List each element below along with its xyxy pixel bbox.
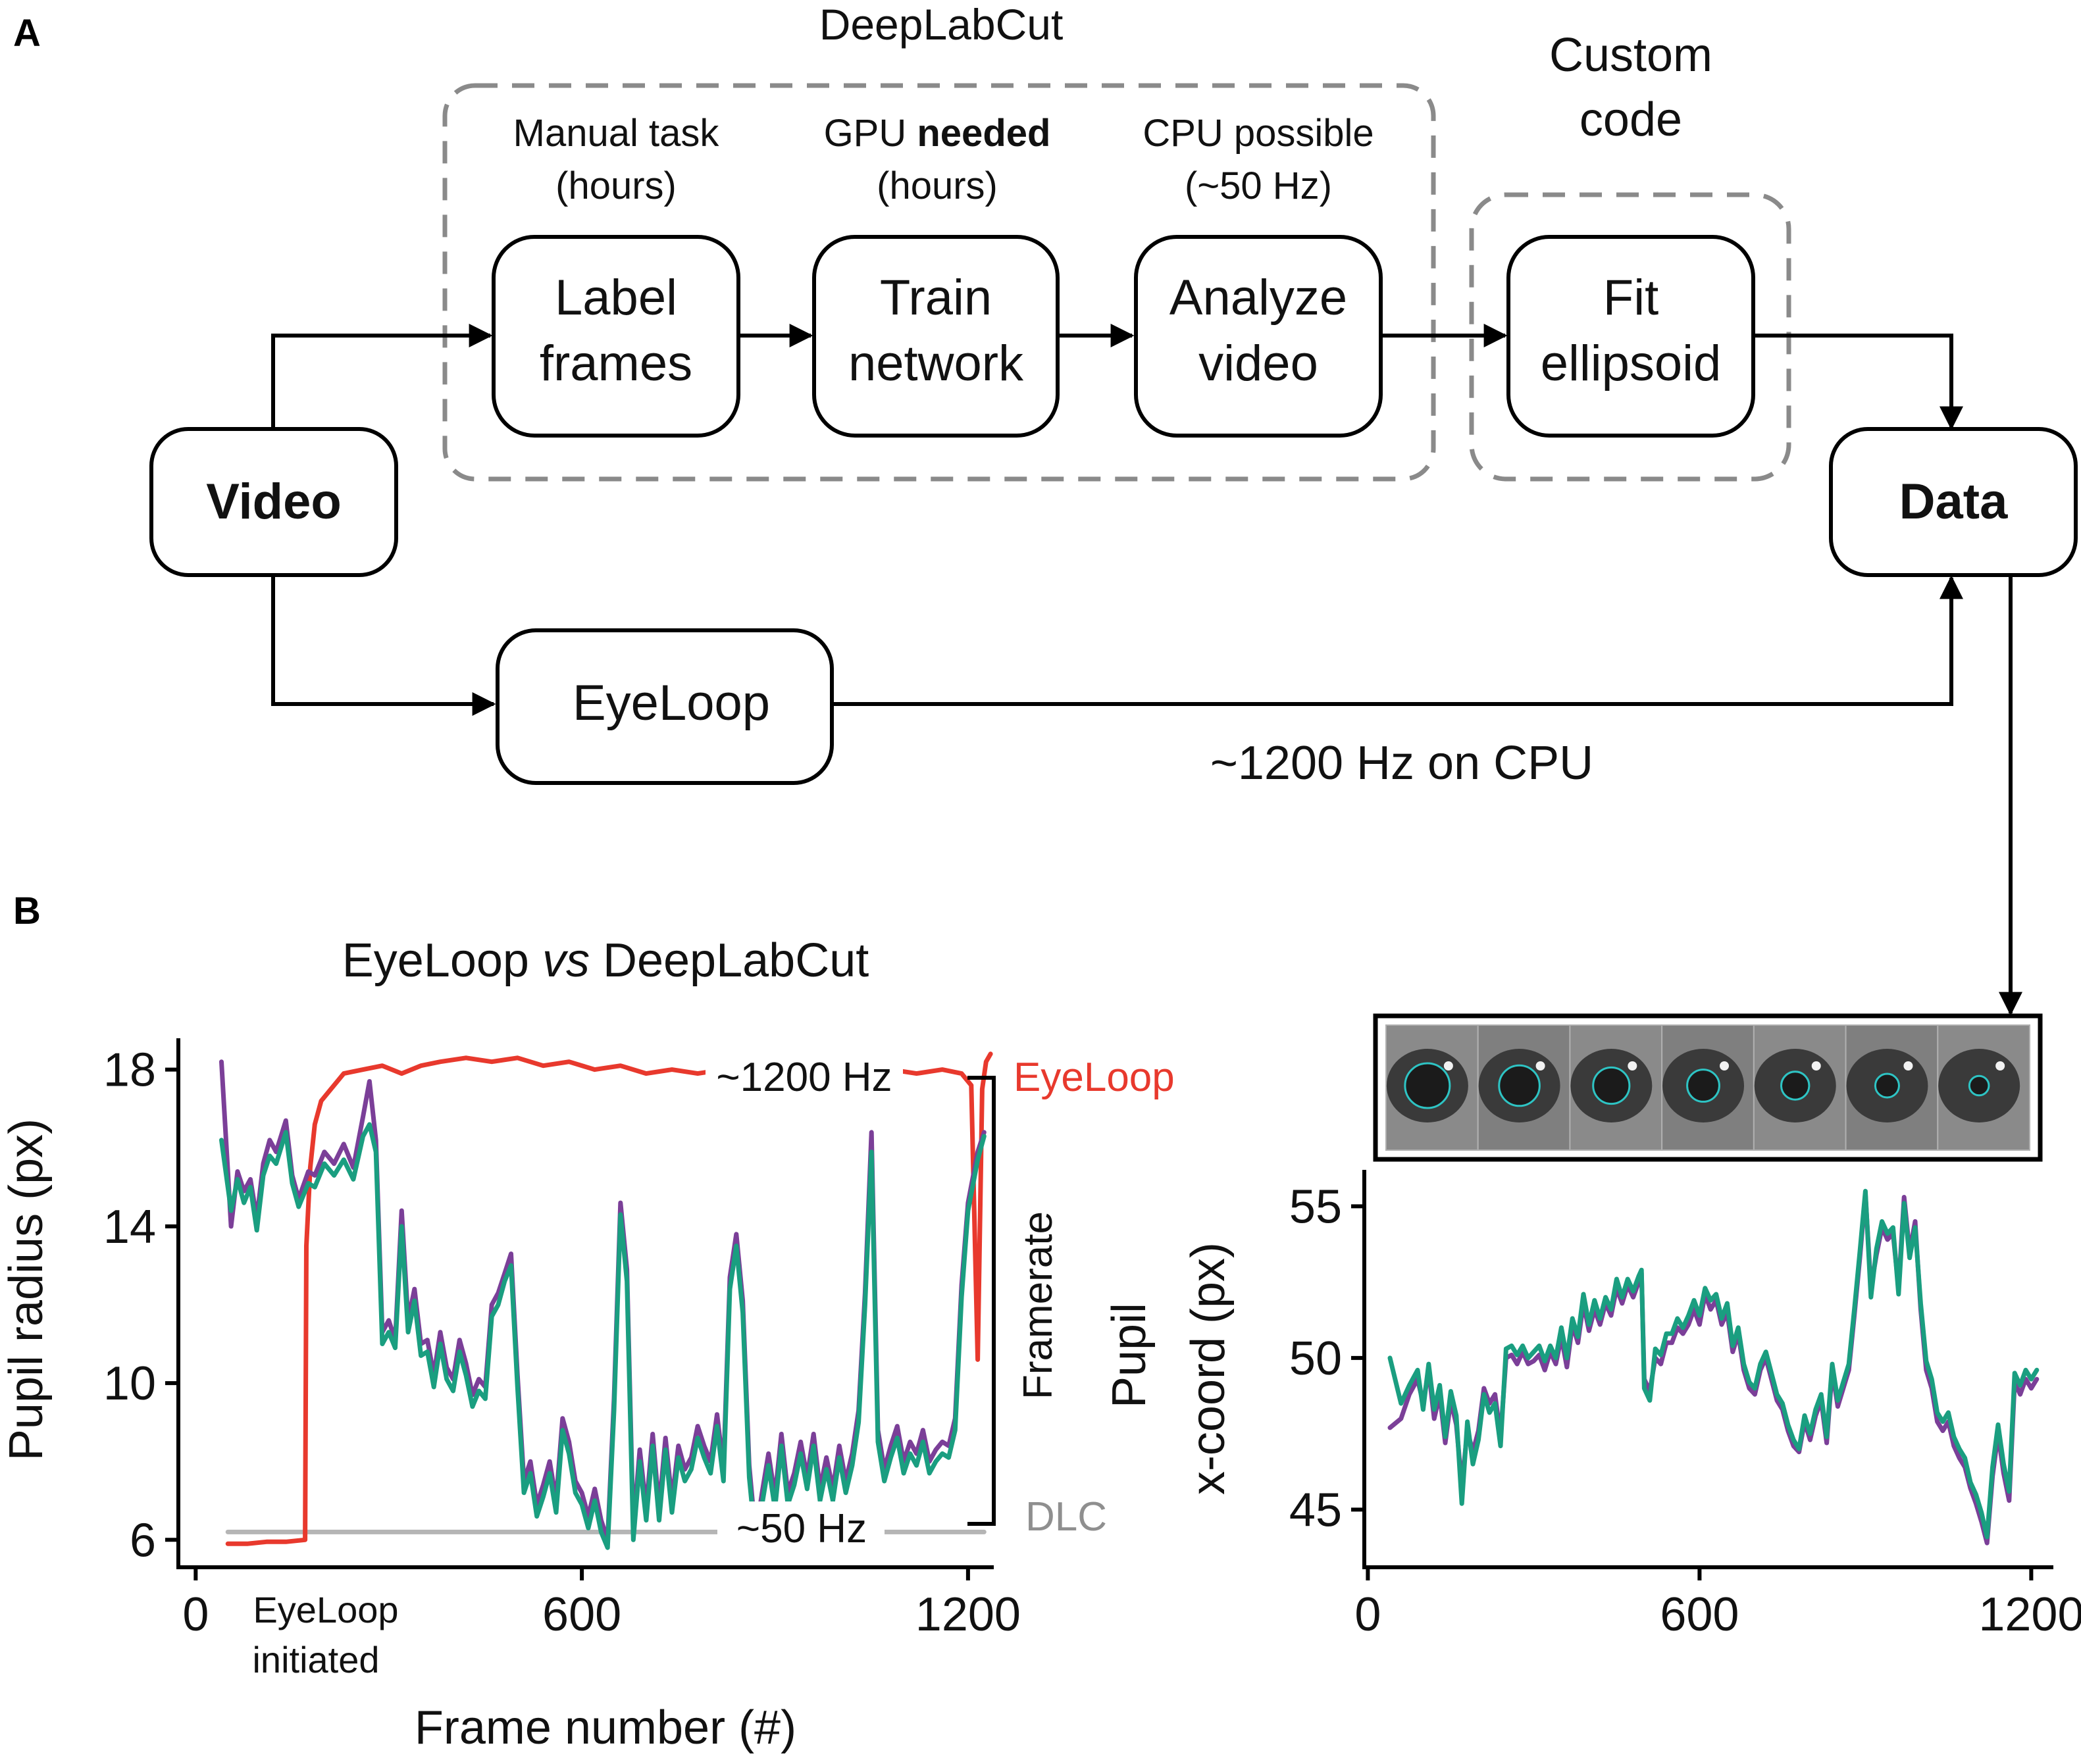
train-network-box: Train network — [812, 235, 1060, 438]
train-network-note-line1: GPU needed — [824, 112, 1051, 155]
eye-glint — [1720, 1061, 1730, 1071]
fit-ellipsoid-line2: ellipsoid — [1541, 336, 1722, 391]
eye-pupil — [1592, 1066, 1631, 1105]
right-y-tick-label: 45 — [1289, 1484, 1342, 1536]
right-y-tick-label: 55 — [1289, 1180, 1342, 1233]
right-chart: 0 600 1200 55 50 45 — [1289, 1170, 2081, 1641]
eyeloop-label: EyeLoop — [573, 675, 770, 731]
eye-glint — [1443, 1061, 1453, 1071]
train-network-line1: Train — [880, 270, 992, 326]
analyze-video-line1: Analyze — [1169, 270, 1347, 326]
left-y-tick-label: 6 — [130, 1514, 156, 1567]
left-y-tick-label: 18 — [103, 1044, 156, 1097]
eyeloop-box: EyeLoop — [496, 628, 834, 785]
arrow-fit-to-data — [1753, 334, 1963, 430]
arrow-video-to-label — [271, 324, 493, 429]
label-frames-line2: frames — [540, 336, 692, 391]
legend-framerate: Framerate — [1015, 1211, 1061, 1399]
train-network-note-line2: (hours) — [877, 164, 998, 207]
eye-frames-strip — [1373, 1013, 2043, 1162]
rate-low-label: ~50 Hz — [736, 1506, 867, 1551]
video-box: Video — [149, 427, 398, 577]
eye-pupil — [1686, 1069, 1720, 1103]
right-series-line-1 — [1387, 1188, 2040, 1540]
label-frames-box: Label frames — [492, 235, 740, 438]
left-x-axis-label: Frame number (#) — [415, 1701, 796, 1754]
right-series-line-0 — [1387, 1192, 2040, 1546]
right-x-tick-label: 1200 — [1978, 1588, 2081, 1641]
left-x-tick-label: 1200 — [915, 1588, 1021, 1641]
framerate-bracket — [967, 1076, 996, 1526]
left-series-line-2 — [219, 1122, 987, 1550]
analyze-video-box: Analyze video — [1134, 235, 1383, 438]
eyeloop-initiated-line1: EyeLoop — [253, 1589, 398, 1630]
right-y-tick-label: 50 — [1289, 1332, 1342, 1385]
eyeloop-initiated-line2: initiated — [252, 1639, 379, 1680]
left-y-tick-label: 10 — [103, 1357, 156, 1410]
left-x-tick-label: 600 — [542, 1588, 621, 1641]
data-box: Data — [1829, 427, 2078, 577]
eyeloop-rate-label: ~1200 Hz on CPU — [1210, 737, 1593, 790]
custom-code-title-line1: Custom — [1549, 29, 1712, 82]
eye-glint — [1535, 1061, 1545, 1071]
deeplabcut-group-title: DeepLabCut — [819, 0, 1064, 49]
label-frames-line1: Label — [555, 270, 677, 326]
video-label: Video — [206, 474, 342, 530]
arrow-eyeloop-to-data — [833, 575, 1963, 706]
train-network-line2: network — [848, 336, 1024, 391]
panel-b-label: B — [13, 890, 41, 932]
right-x-tick-label: 0 — [1354, 1588, 1381, 1641]
eye-pupil — [1968, 1074, 1990, 1097]
analyze-video-note-line1: CPU possible — [1143, 112, 1374, 155]
left-y-tick-label: 14 — [103, 1201, 156, 1253]
fit-ellipsoid-line1: Fit — [1603, 270, 1658, 326]
eye-pupil — [1404, 1062, 1451, 1109]
left-x-tick-label: 0 — [182, 1588, 209, 1641]
eye-glint — [1995, 1061, 2005, 1071]
left-y-axis-label: Pupil radius (px) — [0, 1119, 53, 1461]
analyze-video-line2: video — [1198, 336, 1318, 391]
right-x-tick-label: 600 — [1660, 1588, 1739, 1641]
label-frames-note-line1: Manual task — [513, 112, 720, 155]
rate-high-label: ~1200 Hz — [716, 1055, 892, 1100]
panel-b-title: EyeLoop vs DeepLabCut — [342, 934, 869, 987]
eye-pupil — [1498, 1064, 1541, 1107]
right-y-axis-label-line1: Pupil — [1103, 1303, 1156, 1408]
deeplabcut-group-frame — [442, 83, 1436, 482]
fit-ellipsoid-box: Fit ellipsoid — [1506, 235, 1755, 438]
eye-pupil — [1874, 1072, 1900, 1099]
eye-glint — [1903, 1061, 1913, 1071]
legend-dlc: DLC — [1025, 1494, 1107, 1540]
left-chart: 0 600 1200 18 14 10 6 — [103, 1038, 1021, 1641]
panel-a-label: A — [13, 12, 41, 55]
eye-glint — [1628, 1061, 1637, 1071]
eye-glint — [1811, 1061, 1821, 1071]
left-series-line-0 — [225, 1051, 993, 1546]
label-frames-note-line2: (hours) — [555, 164, 677, 207]
arrow-video-to-eyeloop — [271, 575, 496, 716]
legend-eyeloop: EyeLoop — [1014, 1055, 1175, 1100]
analyze-video-note-line2: (~50 Hz) — [1185, 164, 1332, 207]
left-series-line-1 — [219, 1059, 987, 1542]
data-label: Data — [1899, 474, 2008, 530]
eye-pupil — [1780, 1071, 1811, 1101]
right-y-axis-label-line2: x-coord (px) — [1182, 1242, 1235, 1495]
custom-code-title-line2: code — [1580, 93, 1682, 146]
